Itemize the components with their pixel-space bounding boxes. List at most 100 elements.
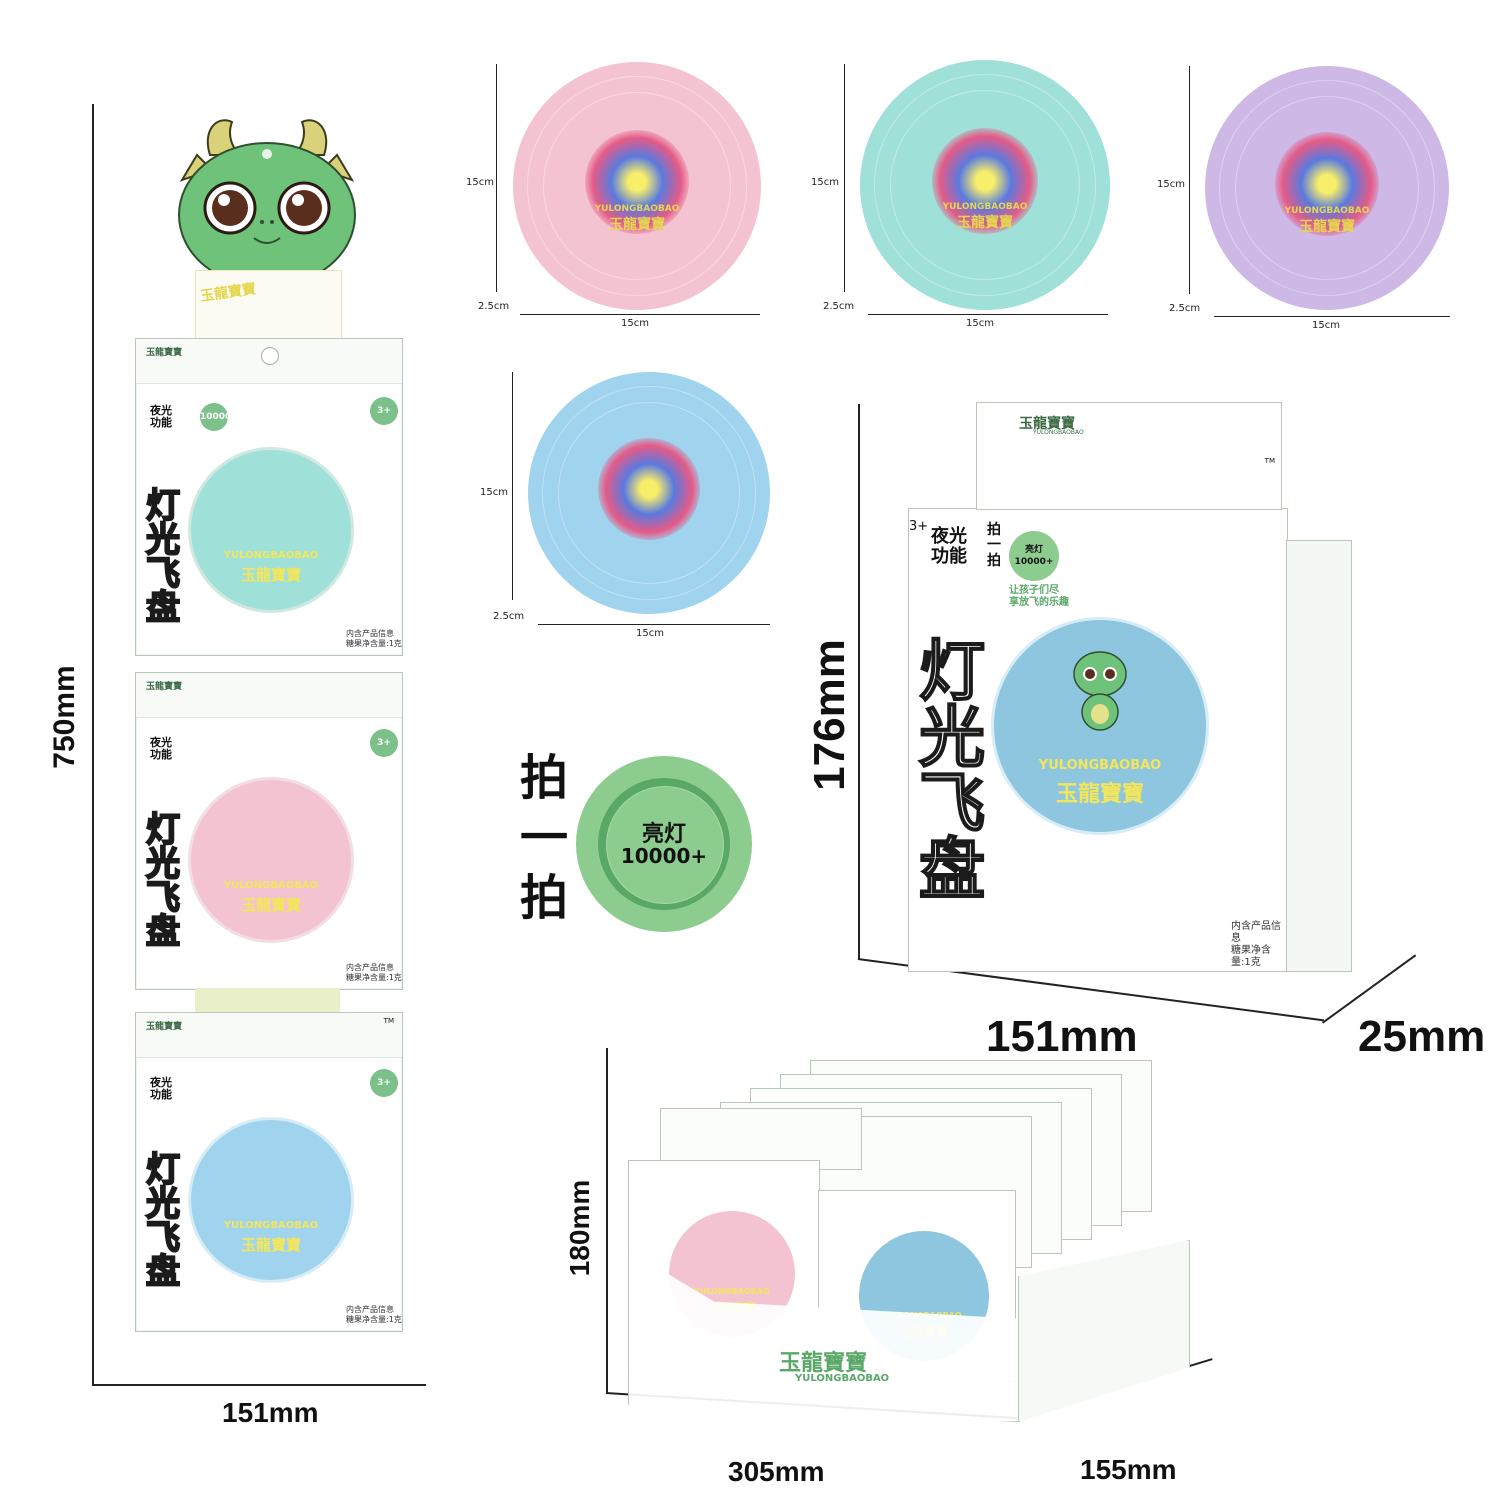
- box-height-label: 176mm: [805, 639, 854, 791]
- disc-sky: [528, 372, 770, 614]
- card-info: 内含产品信息糖果净含量:1克: [346, 629, 402, 648]
- disc4-h-line: [538, 624, 770, 625]
- disc1-height: 15cm: [466, 177, 494, 188]
- box-night-glow: 夜光功能: [931, 526, 967, 567]
- display-width-label: 305mm: [728, 1456, 825, 1487]
- box-tap: 拍一拍: [987, 522, 1001, 569]
- tap-label: 拍 一 拍: [519, 750, 568, 926]
- hang-hole-icon[interactable]: [261, 347, 279, 365]
- box-height-line: [858, 404, 860, 960]
- card-info: 内含产品信息糖果净含量:1克: [346, 1305, 402, 1324]
- card-brand: 玉龍寶寶: [146, 682, 183, 692]
- plate-cn: 玉龍寶寶: [240, 566, 301, 584]
- card-night-glow: 夜光功能: [150, 404, 172, 430]
- display-depth-label: 155mm: [1080, 1454, 1177, 1485]
- box-hanger: 玉龍寶寶 YULONGBAOBAO TM: [976, 402, 1282, 510]
- disc3-height: 15cm: [1157, 179, 1185, 190]
- disc4-width: 15cm: [636, 628, 664, 639]
- disc-pink: YULONGBAOBAO 玉龍寶寶: [513, 62, 761, 310]
- tray-brand-cn: 玉龍寶寶: [779, 1351, 868, 1376]
- disc-cn: 玉龍寶寶: [1299, 219, 1355, 235]
- disc-en: YULONGBAOBAO: [1284, 206, 1370, 216]
- box-disc: YULONGBAOBAO 玉龍寶寶: [991, 617, 1209, 835]
- plate-en: YULONGBAOBAO: [223, 880, 319, 891]
- card-brand: 玉龍寶寶: [146, 1022, 183, 1032]
- disc4-height: 15cm: [480, 487, 508, 498]
- box-cn: 玉龍寶寶: [1055, 782, 1144, 807]
- tray-brand-en: YULONGBAOBAO: [795, 1373, 890, 1384]
- disc-en: YULONGBAOBAO: [942, 202, 1028, 212]
- disc4-thick: 2.5cm: [493, 611, 525, 622]
- disc-plate-pink: YULONGBAOBAO 玉龍寶寶: [188, 777, 354, 943]
- card-night-glow: 夜光功能: [150, 736, 172, 762]
- light-count: 10000+: [620, 844, 708, 868]
- box-hanger-en: YULONGBAOBAO: [1033, 429, 1084, 436]
- disc2-width: 15cm: [966, 318, 994, 329]
- disc3-thick: 2.5cm: [1169, 303, 1201, 314]
- tm-mark: TM: [383, 1017, 394, 1025]
- card-title-2: 灯光飞盘: [145, 810, 181, 952]
- box-hanger-brand: 玉龍寶寶: [1019, 416, 1075, 432]
- disc2-v-line: [844, 64, 845, 292]
- disc1-thick: 2.5cm: [478, 301, 510, 312]
- card-title-1: 灯光飞盘: [145, 486, 181, 628]
- disc2-h-line: [868, 314, 1108, 315]
- box-slogan: 让孩子们尽享放飞的乐趣: [1009, 585, 1069, 608]
- card-night-glow: 夜光功能: [150, 1076, 172, 1102]
- box-side: [1286, 540, 1352, 972]
- light-badge: 亮灯 10000+: [576, 756, 752, 932]
- strip-width-label: 151mm: [222, 1397, 319, 1428]
- strip-width-line: [92, 1384, 426, 1386]
- display-height-line: [606, 1048, 608, 1394]
- disc3-v-line: [1189, 66, 1190, 294]
- disc-en: YULONGBAOBAO: [594, 204, 680, 214]
- strip-height-label: 750mm: [48, 665, 81, 769]
- plate-cn: 玉龍寶寶: [240, 896, 301, 914]
- disc1-width: 15cm: [621, 318, 649, 329]
- age-badge: 3+: [370, 729, 398, 757]
- disc-plate-sky: YULONGBAOBAO 玉龍寶寶: [188, 1117, 354, 1283]
- disc-cn: 玉龍寶寶: [957, 215, 1013, 231]
- display-height-label: 180mm: [564, 1179, 595, 1277]
- light-count-badge: 10000+: [200, 403, 239, 431]
- display-en: YULONGBAOBAO: [694, 1287, 770, 1296]
- card-top-band: [136, 1013, 402, 1058]
- disc-plate-teal: YULONGBAOBAO 玉龍寶寶: [188, 447, 354, 613]
- strip-card-1: 玉龍寶寶 灯光飞盘 夜光功能 10000+ 3+ YULONGBAOBAO 玉龍…: [135, 338, 403, 656]
- disc3-h-line: [1214, 316, 1450, 317]
- box-info: 内含产品信息糖果净含量:1克: [1231, 921, 1281, 968]
- strip-card-3: 玉龍寶寶 TM 灯光飞盘 夜光功能 3+ YULONGBAOBAO 玉龍寶寶 内…: [135, 1012, 403, 1332]
- disc4-v-line: [512, 372, 513, 600]
- disc2-height: 15cm: [811, 177, 839, 188]
- box-depth-label: 25mm: [1358, 1012, 1486, 1061]
- display-tray-side: [1018, 1240, 1190, 1422]
- disc1-v-line: [496, 64, 497, 292]
- card-title-3: 灯光飞盘: [145, 1150, 181, 1292]
- strip-card-2: 玉龍寶寶 灯光飞盘 夜光功能 3+ YULONGBAOBAO 玉龍寶寶 内含产品…: [135, 672, 403, 990]
- disc3-width: 15cm: [1312, 320, 1340, 331]
- mascot-header: [172, 110, 362, 290]
- box-tm: TM: [1264, 457, 1275, 465]
- disc-teal: YULONGBAOBAO 玉龍寶寶: [860, 60, 1110, 310]
- strip-height-line: [92, 104, 94, 1386]
- light-label: 亮灯: [641, 822, 686, 847]
- age-badge: 3+: [370, 397, 398, 425]
- age-badge: 3+: [370, 1069, 398, 1097]
- card-info: 内含产品信息糖果净含量:1克: [346, 963, 402, 982]
- box-hang-hole-icon[interactable]: [977, 403, 1007, 433]
- plate-cn: 玉龍寶寶: [240, 1236, 301, 1254]
- box-age-badge: 3+: [909, 519, 929, 534]
- disc-cn: 玉龍寶寶: [609, 217, 665, 233]
- box-width-label: 151mm: [986, 1012, 1138, 1061]
- disc1-h-line: [520, 314, 760, 315]
- strip-ribbon: [195, 270, 342, 342]
- box-en: YULONGBAOBAO: [1038, 758, 1162, 773]
- disc-lavender: YULONGBAOBAO 玉龍寶寶: [1205, 66, 1449, 310]
- plate-en: YULONGBAOBAO: [223, 1220, 319, 1231]
- strip-connector: [195, 988, 340, 1012]
- plate-en: YULONGBAOBAO: [223, 550, 319, 561]
- card-top-band: [136, 673, 402, 718]
- box-title: 灯光飞盘: [918, 633, 986, 908]
- mascot-icon: [1073, 651, 1127, 731]
